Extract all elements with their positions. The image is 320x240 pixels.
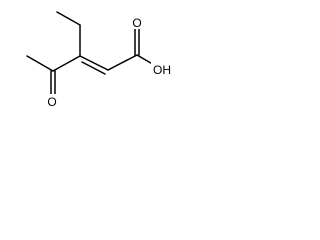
oxygen-ketone-label-bg bbox=[45, 94, 59, 108]
bond-alkene-main bbox=[79, 55, 109, 71]
oxygen-acid-label: O bbox=[132, 16, 141, 30]
oxygen-acid-label-bg bbox=[129, 15, 145, 29]
bond-acetyl-carbonyl bbox=[52, 55, 81, 72]
chemical-structure-diagram: O O OH bbox=[26, 11, 175, 109]
bond-ethyl-methyl bbox=[56, 11, 81, 26]
bond-to-carboxyl bbox=[107, 54, 138, 71]
oxygen-ketone-label: O bbox=[47, 95, 56, 109]
bond-alkene-second bbox=[81, 61, 106, 75]
hydroxyl-label: OH bbox=[153, 63, 171, 77]
bond-acetyl-methyl bbox=[26, 55, 54, 72]
hydroxyl-label-bg bbox=[151, 62, 175, 76]
